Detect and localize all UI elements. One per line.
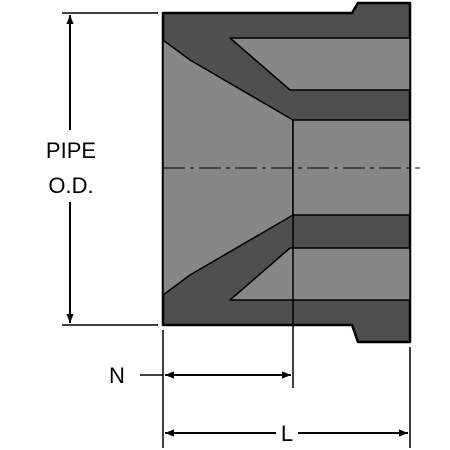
pipe-od-label-backing [35, 130, 107, 202]
socket-depth-label: N [109, 363, 125, 388]
upper-core-cavity [229, 37, 411, 91]
overall-length-label-backing [276, 420, 298, 446]
socket-depth-dimension: N [109, 215, 294, 388]
overall-length-dimension: L [162, 330, 411, 448]
pipe-od-dimension: PIPE O.D. [35, 12, 158, 326]
lower-core-cavity [229, 247, 411, 301]
pipe-od-label-line2: O.D. [48, 173, 93, 198]
fitting-body [161, 1, 420, 344]
overall-length-label: L [281, 421, 293, 446]
pipe-od-label-line1: PIPE [46, 138, 96, 163]
